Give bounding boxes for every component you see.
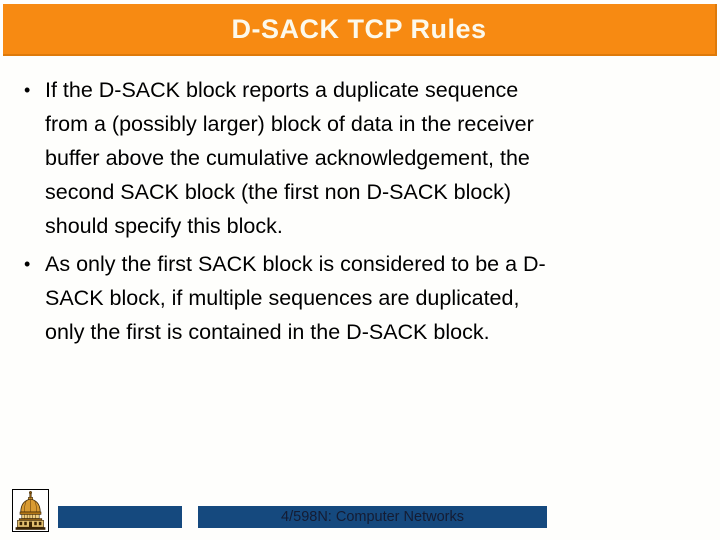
bullet-text: As only the first SACK block is consider…: [45, 247, 704, 349]
bullet-line: buffer above the cumulative acknowledgem…: [45, 146, 530, 170]
footer-bar-left: [58, 506, 182, 528]
slide-title: D-SACK TCP Rules: [231, 14, 487, 44]
bullet-item: • As only the first SACK block is consid…: [24, 247, 704, 349]
bullet-line: SACK block, if multiple sequences are du…: [45, 286, 520, 310]
footer-course-label: 4/598N: Computer Networks: [281, 509, 464, 525]
bullet-list: • If the D-SACK block reports a duplicat…: [24, 73, 704, 349]
bullet-line: second SACK block (the first non D-SACK …: [45, 180, 512, 204]
bullet-line: should specify this block.: [45, 214, 283, 238]
bullet-text: If the D-SACK block reports a duplicate …: [45, 73, 704, 243]
bullet-marker: •: [24, 254, 31, 274]
golden-dome-icon: [15, 491, 46, 530]
title-bar: D-SACK TCP Rules: [3, 4, 717, 56]
bullet-item: • If the D-SACK block reports a duplicat…: [24, 73, 704, 243]
bullet-line: from a (possibly larger) block of data i…: [45, 112, 534, 136]
bullet-line: As only the first SACK block is consider…: [45, 252, 546, 276]
footer-bar-center: 4/598N: Computer Networks: [198, 506, 547, 528]
bullet-marker: •: [24, 80, 31, 100]
bullet-line: only the first is contained in the D-SAC…: [45, 320, 490, 344]
bullet-line: If the D-SACK block reports a duplicate …: [45, 78, 519, 102]
logo-box: [12, 489, 49, 532]
